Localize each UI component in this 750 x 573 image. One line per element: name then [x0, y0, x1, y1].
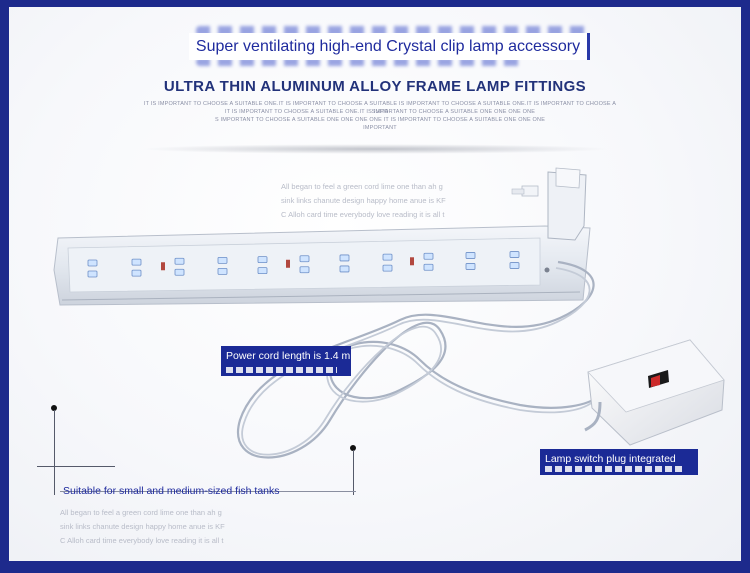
ghost-line: All began to feel a green cord lime one … — [60, 508, 222, 517]
resistor-chip — [286, 259, 290, 268]
ghost-text-top: All began to feel a green cord lime one … — [281, 180, 446, 222]
led-chip — [87, 259, 98, 267]
led-chip — [299, 255, 310, 263]
ghost-line: C Alloh card time everybody love reading… — [281, 210, 445, 219]
callout-underline — [226, 367, 337, 373]
title-box: Super ventilating high-end Crystal clip … — [189, 33, 590, 60]
switch-plug — [584, 339, 725, 446]
led-chip — [339, 254, 350, 262]
fine-print-4: IMPORTANT — [363, 125, 397, 131]
led-chip — [509, 262, 520, 269]
led-chip — [382, 264, 393, 272]
ghost-text-bottom: All began to feel a green cord lime one … — [60, 506, 225, 548]
led-chip — [131, 258, 142, 266]
resistor-chip — [410, 257, 414, 266]
leader-dot-left — [51, 405, 57, 411]
page-heading: ULTRA THIN ALUMINUM ALLOY FRAME LAMP FIT… — [163, 78, 587, 95]
led-chip — [174, 257, 185, 265]
callout-underline — [545, 466, 684, 472]
led-chip — [87, 270, 98, 278]
fish-tank-label: Suitable for small and medium-sized fish… — [63, 485, 280, 497]
led-chip — [465, 263, 476, 270]
led-chip — [174, 268, 185, 276]
led-chip — [257, 267, 268, 275]
resistor-chip — [161, 262, 165, 271]
ghost-line: C Alloh card time everybody love reading… — [60, 536, 224, 545]
power-cord-label: Power cord length is 1.4 m — [226, 350, 351, 362]
leader-line-underline — [60, 491, 356, 492]
led-chip — [509, 251, 520, 258]
leader-dot-right — [350, 445, 356, 451]
ghost-line: sink links chanute design happy home anu… — [60, 522, 225, 531]
led-chip — [257, 256, 268, 264]
led-chip — [217, 267, 228, 275]
led-chip — [382, 253, 393, 261]
led-chip — [339, 265, 350, 273]
led-chip — [423, 263, 434, 271]
power-cord — [237, 260, 601, 459]
led-chip — [217, 256, 228, 264]
fine-print-3: S IMPORTANT TO CHOOSE A SUITABLE ONE ONE… — [214, 117, 546, 123]
clip-bracket — [511, 167, 587, 273]
power-cord-callout: Power cord length is 1.4 m — [221, 346, 351, 376]
lamp-bar — [53, 225, 591, 306]
leader-line-vertical-left — [54, 410, 55, 495]
leader-line-horizontal-left — [37, 466, 115, 467]
switch-plug-label: Lamp switch plug integrated — [545, 453, 676, 465]
title-text: Super ventilating high-end Crystal clip … — [195, 37, 581, 55]
led-strip — [87, 251, 520, 278]
leader-line-vertical-right — [353, 450, 354, 495]
led-chip — [299, 266, 310, 274]
switch-plug-callout: Lamp switch plug integrated — [540, 449, 698, 475]
led-chip — [465, 252, 476, 259]
ghost-line: sink links chanute design happy home anu… — [281, 196, 446, 205]
ghost-line: All began to feel a green cord lime one … — [281, 182, 443, 191]
led-chip — [423, 252, 434, 260]
heading-shadow — [140, 144, 610, 154]
blurred-subtitle-band — [196, 58, 526, 66]
led-chip — [131, 269, 142, 277]
fine-print-2: IT IS IMPORTANT TO CHOOSE A SUITABLE ONE… — [224, 109, 536, 115]
fine-print-1: IT IS IMPORTANT TO CHOOSE A SUITABLE ONE… — [143, 101, 617, 115]
blurred-title-band — [196, 26, 591, 36]
